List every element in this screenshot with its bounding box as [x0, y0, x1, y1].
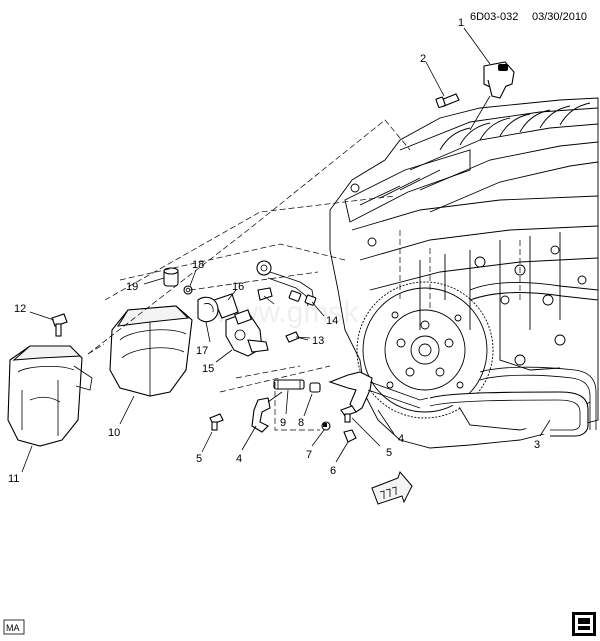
part-2-bolt — [435, 93, 460, 108]
part-6-cap — [343, 429, 357, 443]
callout-5-right: 5 — [386, 447, 392, 459]
callout-10: 10 — [108, 427, 120, 439]
callout-19: 19 — [126, 281, 138, 293]
front-arrow-icon — [371, 471, 413, 505]
callout-13: 13 — [312, 335, 324, 347]
part-4-fuel-feed-pipe-left — [251, 391, 283, 433]
gm-epc-logo-icon — [572, 612, 596, 636]
part-7-clip — [321, 421, 331, 431]
callout-15: 15 — [202, 363, 214, 375]
callout-12: 12 — [14, 303, 26, 315]
callout-8: 8 — [298, 417, 304, 429]
part-8-o-ring — [309, 382, 321, 393]
callout-6: 6 — [330, 465, 336, 477]
part-4-fuel-feed-pipe-right — [328, 371, 429, 413]
part-14-fuel-pump-pipe — [256, 260, 317, 307]
callout-5-left: 5 — [196, 453, 202, 465]
callout-11: 11 — [8, 473, 19, 485]
callout-18: 18 — [192, 259, 204, 271]
diagram-date: 03/30/2010 — [532, 11, 587, 23]
part-5-bolt-left — [209, 413, 224, 431]
engine-assembly — [329, 97, 599, 449]
part-16-fuel-pump-gasket — [213, 293, 239, 319]
diagram-code: 6D03-032 — [470, 11, 518, 23]
callout-3: 3 — [534, 439, 540, 451]
part-17-seal — [197, 296, 219, 323]
callout-2: 2 — [420, 53, 426, 65]
callout-4-right: 4 — [398, 433, 404, 445]
part-5-bolt-right — [340, 405, 357, 423]
callout-4-left: 4 — [236, 453, 242, 465]
part-1-fuel-pressure-sensor — [469, 61, 515, 131]
footer-tag: MA — [6, 623, 20, 633]
part-10-fuel-pump-cover — [109, 305, 193, 397]
callout-17: 17 — [196, 345, 208, 357]
assembly-dashed-lines — [87, 119, 521, 431]
footer-tag-box — [3, 619, 25, 635]
leader-lines — [21, 27, 551, 473]
part-12-bolt — [51, 313, 68, 337]
flywheel — [356, 281, 494, 419]
callout-1: 1 — [458, 17, 464, 29]
part-13-bolt — [285, 331, 311, 343]
part-3-fuel-pipe — [429, 366, 597, 437]
callout-9: 9 — [280, 417, 286, 429]
part-19-follower — [163, 267, 179, 287]
part-9-fuel-injector-line — [273, 379, 305, 390]
part-15-fuel-pump — [225, 309, 269, 357]
callout-16: 16 — [232, 281, 244, 293]
callout-14: 14 — [326, 315, 338, 327]
callout-7: 7 — [306, 449, 312, 461]
part-11-fuel-pump-shield — [7, 345, 93, 447]
callout-numbers: 1 2 3 4 4 5 5 6 7 8 9 10 11 12 13 14 15 … — [8, 17, 540, 485]
